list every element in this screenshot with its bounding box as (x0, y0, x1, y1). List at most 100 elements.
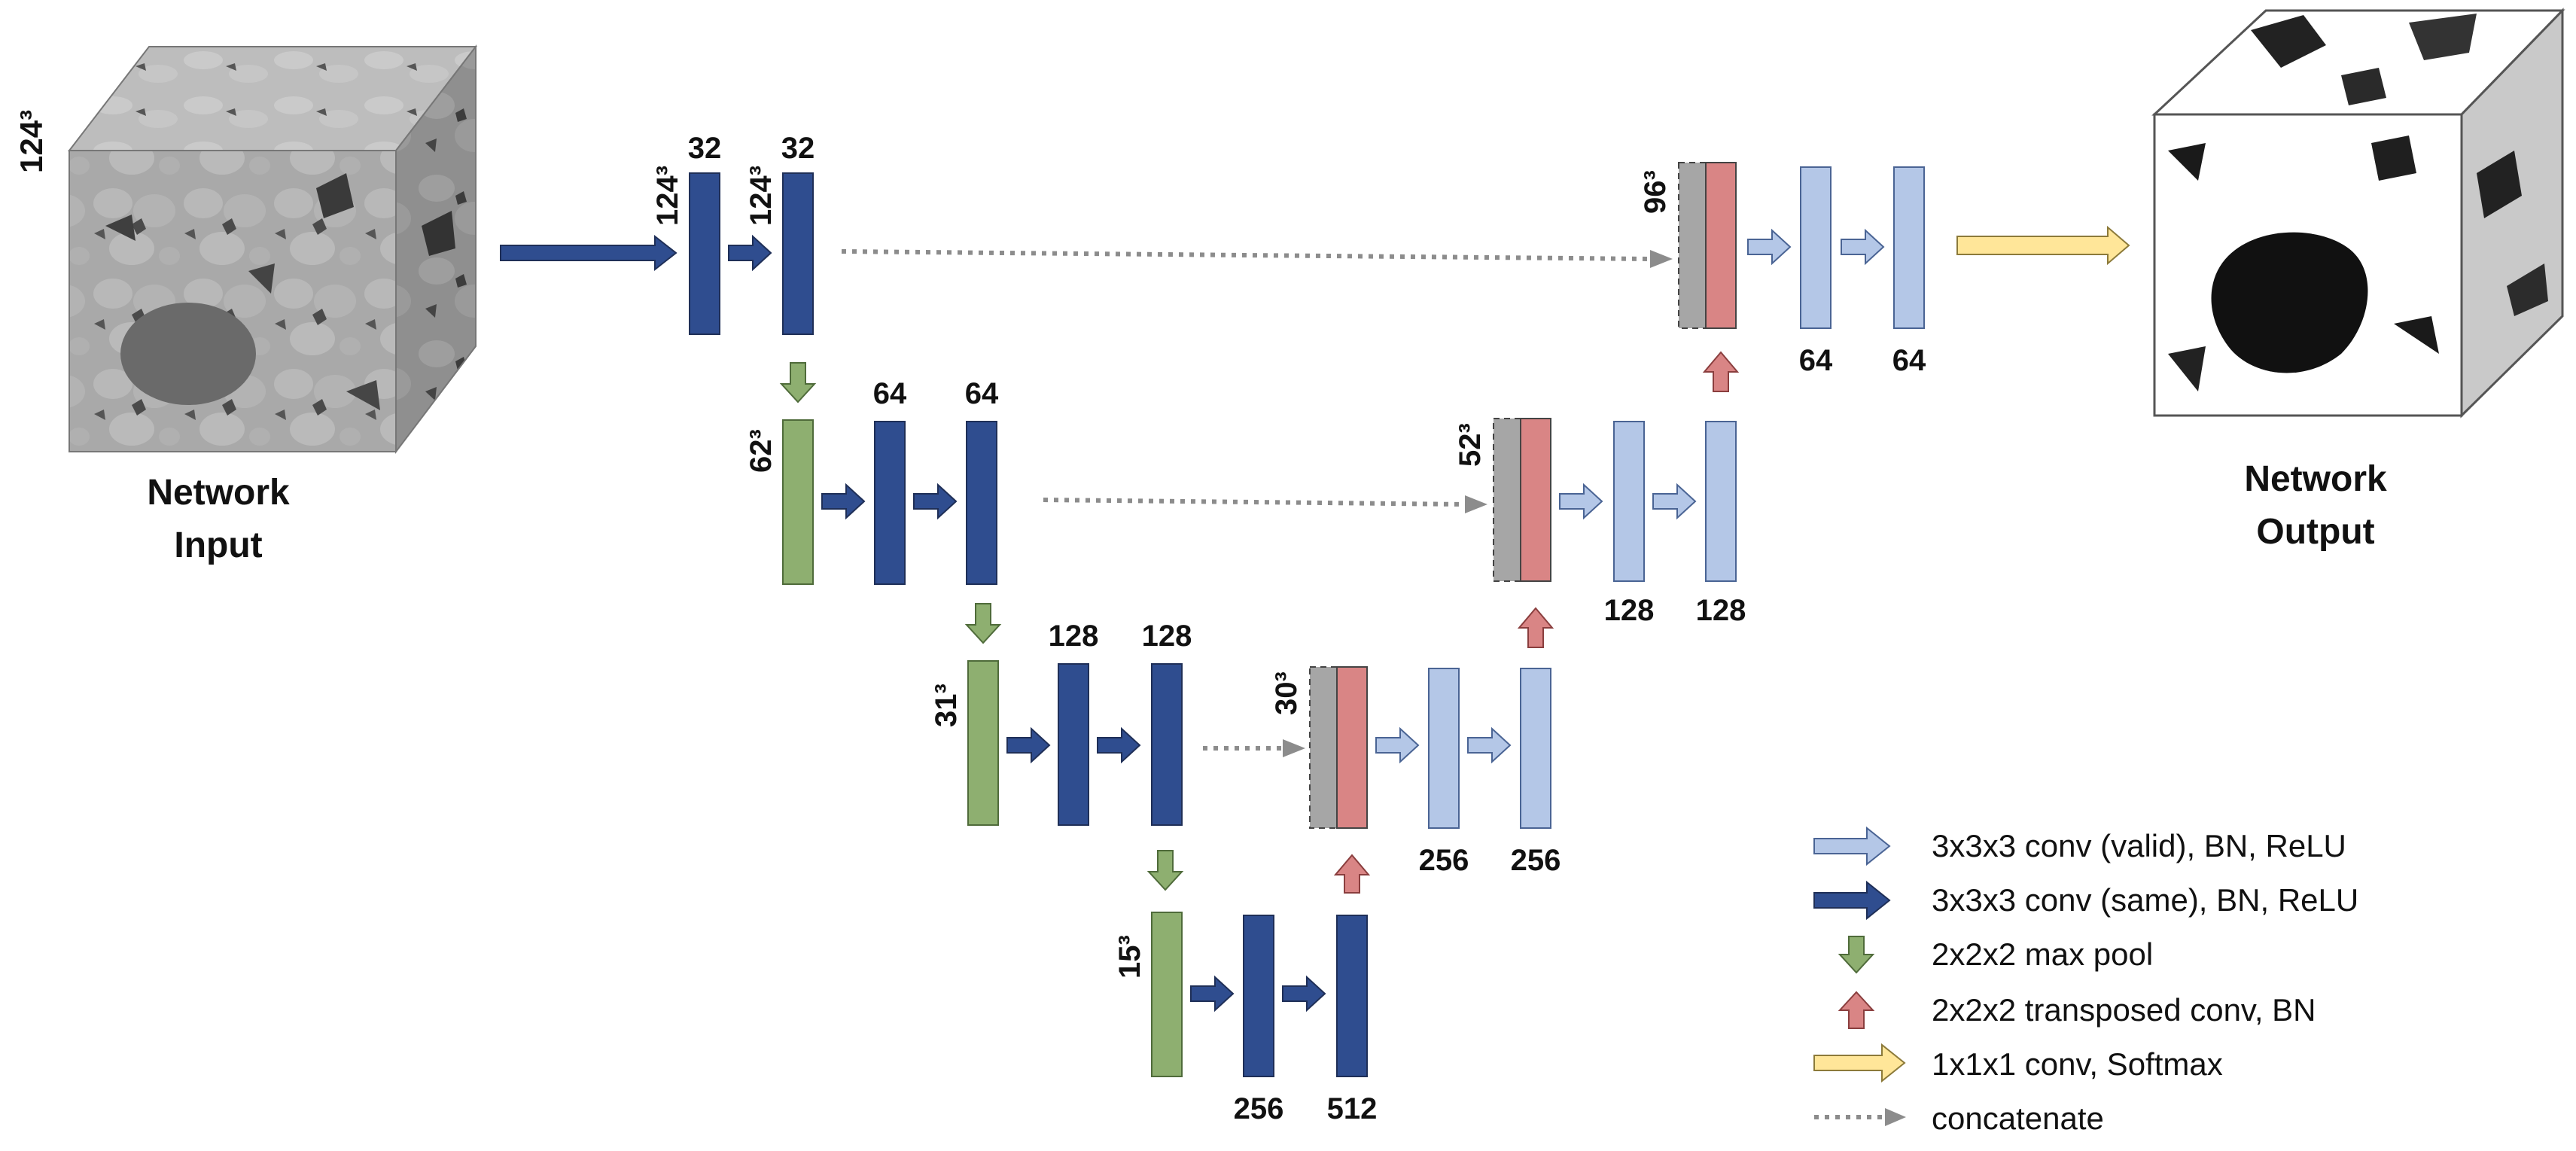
encoder-level-4: 15³ 256 512 (1113, 912, 1377, 1125)
enc1-feature-map-b (782, 172, 814, 335)
enc2-channels-a: 64 (873, 377, 907, 410)
dec3-concat-map (1309, 666, 1338, 829)
enc4-channels-b: 512 (1327, 1092, 1378, 1125)
dec2-feature-map-b (1705, 421, 1737, 582)
dec1-size: 96³ (1639, 170, 1672, 214)
dec1-feature-map-b (1893, 166, 1925, 329)
enc1-feature-map-a (689, 172, 720, 335)
enc3-channels-b: 128 (1142, 620, 1192, 653)
decoder-level-2: 52³ 128 128 (1454, 418, 1746, 627)
enc2-size: 62³ (744, 429, 778, 473)
dec3-conv-arrow-a (1375, 726, 1420, 764)
enc4-pooled-map (1151, 912, 1183, 1077)
skip-line-level1 (841, 249, 1651, 261)
dec1-conv-arrow-a (1747, 228, 1792, 266)
upconv2-arrow (1517, 607, 1554, 648)
enc4-channels-a: 256 (1234, 1092, 1284, 1125)
green-down-arrow-icon (1838, 936, 1875, 974)
enc4-conv-arrow-b (1282, 975, 1326, 1012)
enc4-feature-map-a (1243, 915, 1274, 1077)
enc3-feature-map-b (1151, 663, 1183, 826)
enc1-size-a: 124³ (651, 166, 684, 226)
legend-label-conv-same: 3x3x3 conv (same), BN, ReLU (1932, 882, 2358, 918)
pool1-arrow (779, 362, 817, 403)
dec3-channels-b: 256 (1511, 844, 1561, 877)
dec3-feature-map-a (1428, 668, 1460, 829)
dec1-conv-arrow-b (1841, 228, 1885, 266)
input-title-line1: Network (147, 473, 290, 513)
dec1-channels-a: 64 (1799, 344, 1833, 377)
dec2-channels-a: 128 (1604, 594, 1655, 627)
decoder-level-1: 96³ 64 64 (1639, 162, 1926, 377)
decoder-level-3: 30³ 256 256 (1270, 666, 1561, 877)
dec2-conv-arrow-a (1559, 483, 1603, 520)
enc3-size: 31³ (930, 684, 963, 727)
dec3-channels-a: 256 (1419, 844, 1469, 877)
enc1-size-b: 124³ (744, 166, 778, 226)
enc1-conv-arrow (728, 234, 772, 272)
legend-label-softmax: 1x1x1 conv, Softmax (1932, 1046, 2223, 1082)
skip-connections (841, 249, 1673, 757)
enc4-conv-arrow-a (1190, 975, 1235, 1012)
dec2-upsampled-map (1520, 418, 1551, 582)
encoder-level-3: 31³ 128 128 (930, 620, 1192, 826)
enc4-size: 15³ (1113, 935, 1146, 979)
dec3-size: 30³ (1270, 671, 1303, 715)
dec1-channels-b: 64 (1892, 344, 1926, 377)
dec2-size: 52³ (1454, 423, 1487, 467)
pool2-arrow (964, 603, 1002, 644)
dec1-concat-map (1678, 162, 1707, 329)
skip-arrowhead-level2 (1465, 495, 1487, 513)
dec3-upsampled-map (1336, 666, 1368, 829)
skip-arrowhead-level3 (1283, 739, 1305, 757)
pool3-arrow (1146, 850, 1184, 891)
legend-label-concatenate: concatenate (1932, 1101, 2104, 1136)
dec2-channels-b: 128 (1696, 594, 1746, 627)
dec2-concat-map (1493, 418, 1521, 582)
dotted-arrowhead-icon (1885, 1108, 1906, 1126)
enc2-conv-arrow-a (821, 483, 866, 520)
dark-blue-arrow-icon (1813, 880, 1891, 921)
output-volume (2151, 8, 2565, 419)
legend-label-conv-valid: 3x3x3 conv (valid), BN, ReLU (1932, 828, 2346, 863)
light-blue-arrow-icon (1813, 826, 1891, 866)
softmax-arrow (1956, 225, 2130, 266)
skip-line-level2 (1043, 498, 1466, 507)
legend: 3x3x3 conv (valid), BN, ReLU 3x3x3 conv … (1813, 826, 2358, 1136)
dec3-feature-map-b (1520, 668, 1551, 829)
output-title-line1: Network (2244, 459, 2387, 499)
enc4-feature-map-b (1336, 915, 1368, 1077)
red-up-arrow-icon (1838, 991, 1875, 1029)
legend-label-transposed-conv: 2x2x2 transposed conv, BN (1932, 992, 2316, 1028)
upconv1-arrow (1702, 351, 1740, 392)
yellow-arrow-icon (1813, 1043, 1906, 1083)
input-conv-arrow (500, 234, 677, 272)
enc1-channels-b: 32 (781, 132, 815, 165)
enc3-conv-arrow-b (1097, 726, 1141, 764)
input-pore-region (120, 303, 256, 405)
legend-label-max-pool: 2x2x2 max pool (1932, 936, 2153, 972)
dec3-conv-arrow-b (1467, 726, 1512, 764)
enc2-conv-arrow-b (913, 483, 958, 520)
dec2-feature-map-a (1613, 421, 1645, 582)
skip-arrowhead-level1 (1650, 250, 1673, 268)
enc3-pooled-map (967, 660, 999, 826)
enc2-feature-map-b (966, 421, 997, 585)
output-pore-region (2211, 232, 2368, 373)
enc3-conv-arrow-a (1006, 726, 1051, 764)
output-title-line2: Output (2256, 512, 2374, 552)
dec2-conv-arrow-b (1652, 483, 1697, 520)
encoder-level-2: 62³ 64 64 (744, 377, 999, 585)
encoder-level-1: 124³ 124³ 32 32 (651, 132, 815, 335)
dec1-upsampled-map (1705, 162, 1737, 329)
enc2-feature-map-a (874, 421, 906, 585)
enc2-pooled-map (782, 419, 814, 585)
upconv3-arrow (1333, 854, 1371, 894)
input-size-label: 124³ (14, 110, 49, 173)
enc1-channels-a: 32 (688, 132, 722, 165)
enc3-feature-map-a (1058, 663, 1089, 826)
enc2-channels-b: 64 (965, 377, 999, 410)
input-volume (67, 44, 478, 454)
